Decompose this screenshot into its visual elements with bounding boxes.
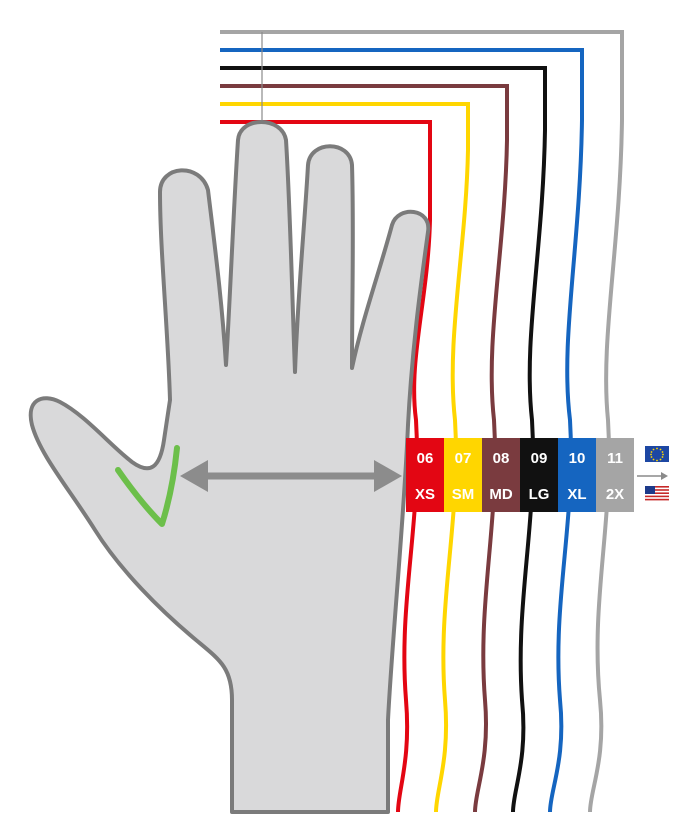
palm-width-arrow <box>180 460 402 492</box>
us-flag-icon <box>645 486 669 502</box>
eu-size-label: 07 <box>455 450 472 467</box>
eu-size-label: 10 <box>569 450 586 467</box>
size-line-xs <box>220 120 432 813</box>
size-badge-bg <box>558 438 596 512</box>
eu-flag-icon <box>645 446 669 462</box>
arrow-right-icon <box>374 460 402 492</box>
legend-arrow-icon <box>661 472 668 480</box>
eu-size-label: 08 <box>493 450 510 467</box>
thumb-web-marker <box>115 445 180 527</box>
arrow-left-icon <box>180 460 208 492</box>
size-badge-bg <box>444 438 482 512</box>
eu-size-label: 11 <box>607 450 623 467</box>
us-size-label: LG <box>529 486 550 503</box>
legend-arrow <box>637 472 668 480</box>
us-size-label: 2X <box>606 486 624 503</box>
eu-size-label: 09 <box>531 450 548 467</box>
size-badge-2x: 11 2X <box>596 438 634 512</box>
size-badge-bg <box>520 438 558 512</box>
us-size-label: MD <box>489 486 512 503</box>
size-badge-bg <box>406 438 444 512</box>
size-badge-bg <box>482 438 520 512</box>
size-badge-bg <box>596 438 634 512</box>
us-size-label: SM <box>452 486 475 503</box>
hand-outline <box>28 120 431 814</box>
us-size-label: XL <box>567 486 586 503</box>
us-size-label: XS <box>415 486 435 503</box>
eu-size-label: 06 <box>417 450 434 467</box>
